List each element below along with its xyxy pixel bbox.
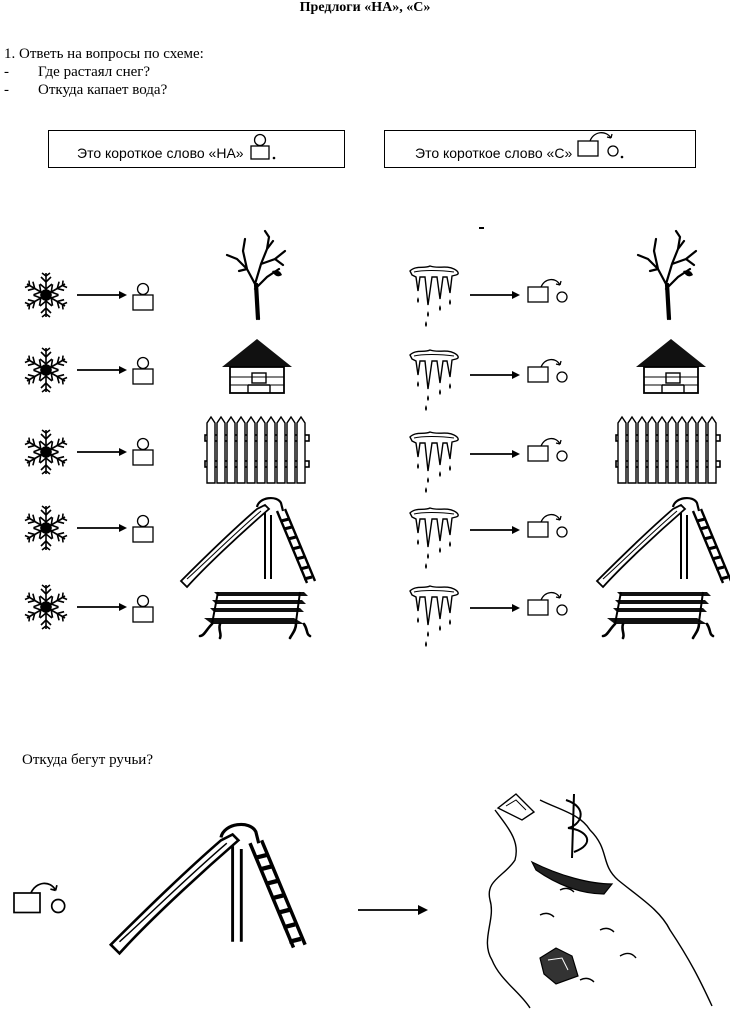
circle-from-square-icon bbox=[527, 437, 568, 462]
arrow-right-icon bbox=[76, 602, 128, 612]
left-scheme-column bbox=[22, 225, 322, 655]
circle-on-square-icon bbox=[249, 133, 275, 160]
bench-icon bbox=[601, 590, 715, 640]
arrow-right-icon bbox=[358, 905, 428, 915]
page-title: Предлоги «НА», «С» bbox=[299, 0, 431, 15]
streams-illustration bbox=[13, 793, 713, 1009]
snow-melt-scheme bbox=[22, 229, 317, 640]
house-icon bbox=[221, 338, 293, 394]
house-icon bbox=[635, 338, 707, 394]
tree-icon bbox=[636, 229, 698, 321]
task-question-2: -Откуда капает вода? bbox=[4, 82, 168, 98]
snowflake-icon bbox=[24, 506, 68, 550]
circle-on-square-icon bbox=[132, 514, 154, 543]
snowflake-icon bbox=[24, 348, 68, 392]
circle-on-square-icon bbox=[132, 282, 154, 311]
tree-icon bbox=[225, 229, 287, 321]
task-heading: 1. Ответь на вопросы по схеме: bbox=[4, 46, 204, 62]
arrow-right-icon bbox=[76, 365, 128, 375]
icicle-icon bbox=[409, 507, 459, 570]
arrow-right-icon bbox=[76, 447, 128, 457]
arrow-right-icon bbox=[469, 603, 521, 613]
circle-from-square-icon bbox=[527, 591, 568, 616]
circle-from-square-icon bbox=[527, 513, 568, 538]
arrow-right-icon bbox=[76, 523, 128, 533]
rule-text-na: Это короткое слово «НА» bbox=[77, 145, 244, 161]
icicle-icon bbox=[409, 585, 459, 648]
circle-from-square-icon bbox=[13, 882, 66, 914]
right-scheme-column bbox=[400, 225, 730, 665]
arrow-right-icon bbox=[76, 290, 128, 300]
slide-icon bbox=[111, 824, 305, 953]
circle-on-square-icon bbox=[132, 356, 154, 385]
arrow-right-icon bbox=[469, 370, 521, 380]
streams-scene bbox=[0, 780, 730, 1012]
icicle-icon bbox=[409, 265, 459, 328]
icicle-icon bbox=[409, 349, 459, 412]
slide-icon bbox=[595, 496, 730, 589]
sailboat-icon bbox=[530, 793, 614, 895]
stream-icon bbox=[486, 799, 713, 1009]
arrow-right-icon bbox=[469, 525, 521, 535]
task-block: 1. Ответь на вопросы по схеме: -Где раст… bbox=[4, 45, 204, 99]
bench-icon bbox=[198, 590, 312, 640]
snowflake-icon bbox=[24, 273, 68, 317]
rule-box-na: Это короткое слово «НА» bbox=[48, 130, 345, 168]
snowflake-icon bbox=[24, 585, 68, 629]
dripping-water-scheme bbox=[409, 229, 730, 648]
circle-from-square-icon bbox=[527, 358, 568, 383]
question-streams: Откуда бегут ручьи? bbox=[22, 752, 153, 768]
icicle-icon bbox=[409, 431, 459, 494]
arrow-right-icon bbox=[469, 449, 521, 459]
paper-boat-icon bbox=[496, 793, 536, 821]
slide-icon bbox=[179, 496, 317, 589]
fence-icon bbox=[204, 416, 310, 484]
rule-text-s: Это короткое слово «С» bbox=[415, 145, 573, 161]
snowflake-icon bbox=[24, 430, 68, 474]
paper-boat-icon bbox=[539, 947, 579, 985]
arrow-right-icon bbox=[469, 290, 521, 300]
circle-on-square-icon bbox=[132, 594, 154, 623]
rule-box-s: Это короткое слово «С» bbox=[384, 130, 696, 168]
circle-from-square-icon bbox=[527, 278, 568, 303]
stray-mark bbox=[479, 227, 484, 229]
task-question-1: -Где растаял снег? bbox=[4, 64, 151, 80]
circle-from-square-icon bbox=[577, 132, 624, 159]
fence-icon bbox=[615, 416, 721, 484]
circle-on-square-icon bbox=[132, 437, 154, 466]
